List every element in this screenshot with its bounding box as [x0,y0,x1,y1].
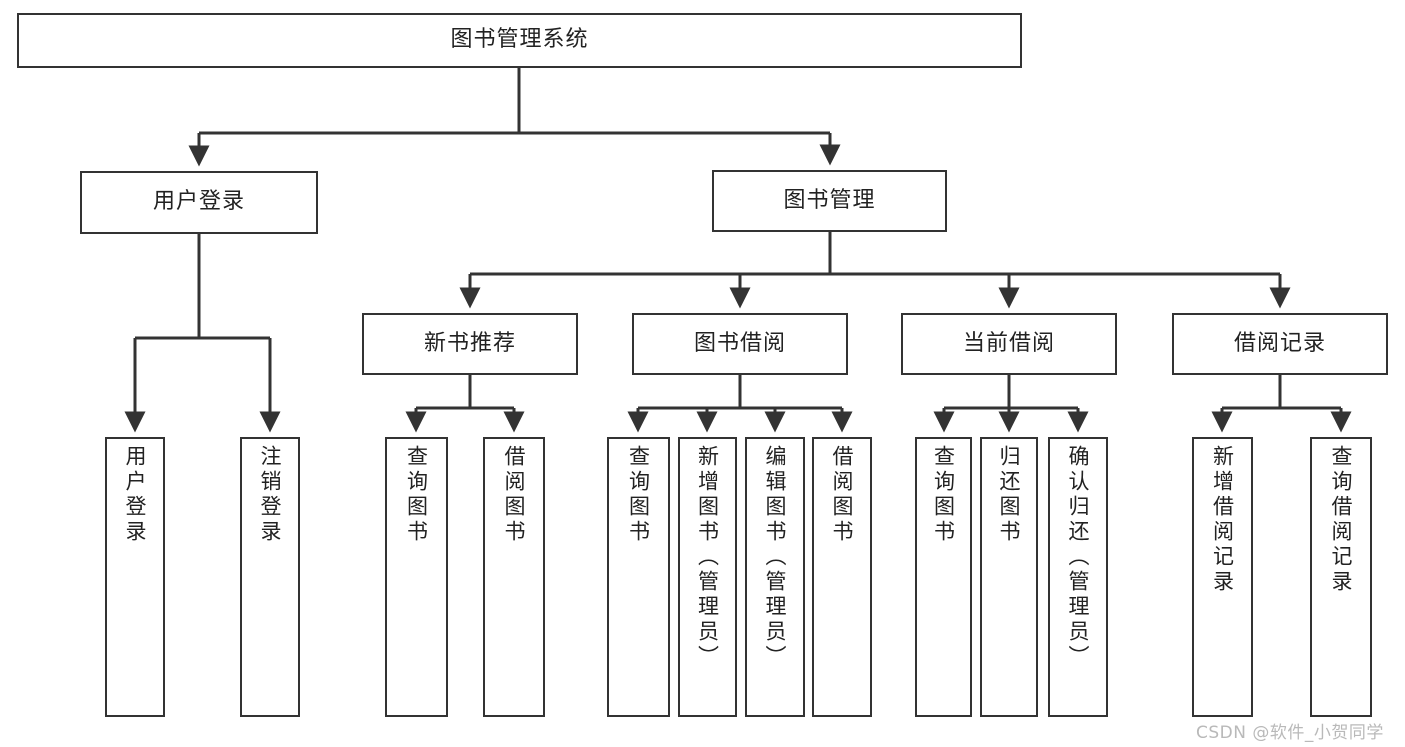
node-book-manage[interactable]: 图书管理 [712,170,947,232]
node-leaf-return-book[interactable]: 归还图书 [980,437,1038,717]
node-leaf-query-book-label: 查询图书 [626,445,651,545]
node-leaf-add-record[interactable]: 新增借阅记录 [1192,437,1253,717]
node-user-login-label: 用户登录 [152,189,245,215]
node-leaf-query-book-rec-label: 查询图书 [404,445,429,545]
node-borrow-records[interactable]: 借阅记录 [1172,313,1388,375]
node-leaf-query-book-cur[interactable]: 查询图书 [915,437,972,717]
node-leaf-confirm-return-label: 确认归还（管理员） [1066,445,1091,670]
node-leaf-add-book-label: 新增图书（管理员） [695,445,720,670]
node-root[interactable]: 图书管理系统 [17,13,1022,68]
node-leaf-edit-book-label: 编辑图书（管理员） [763,445,788,670]
node-borrow-records-label: 借阅记录 [1233,330,1326,356]
node-leaf-logout-label: 注销登录 [258,445,283,545]
node-leaf-query-record-label: 查询借阅记录 [1329,445,1354,595]
node-leaf-borrow-book-rec[interactable]: 借阅图书 [483,437,545,717]
node-leaf-add-record-label: 新增借阅记录 [1210,445,1235,595]
node-leaf-user-login-label: 用户登录 [123,445,148,545]
node-leaf-edit-book[interactable]: 编辑图书（管理员） [745,437,805,717]
csdn-watermark: CSDN @软件_小贺同学 [1196,723,1384,743]
node-new-book-recommend[interactable]: 新书推荐 [362,313,578,375]
node-leaf-query-book-cur-label: 查询图书 [931,445,956,545]
node-book-manage-label: 图书管理 [783,187,876,213]
node-root-label: 图书管理系统 [450,27,589,53]
node-leaf-query-record[interactable]: 查询借阅记录 [1310,437,1372,717]
node-book-borrow[interactable]: 图书借阅 [632,313,848,375]
node-user-login[interactable]: 用户登录 [80,171,318,234]
node-leaf-borrow-book-label: 借阅图书 [830,445,855,545]
node-leaf-return-book-label: 归还图书 [997,445,1022,545]
node-current-borrow[interactable]: 当前借阅 [901,313,1117,375]
node-leaf-query-book[interactable]: 查询图书 [607,437,670,717]
node-new-book-recommend-label: 新书推荐 [423,330,516,356]
node-current-borrow-label: 当前借阅 [962,330,1055,356]
node-leaf-query-book-rec[interactable]: 查询图书 [385,437,448,717]
node-leaf-borrow-book[interactable]: 借阅图书 [812,437,872,717]
node-book-borrow-label: 图书借阅 [693,330,786,356]
node-leaf-add-book[interactable]: 新增图书（管理员） [678,437,737,717]
node-leaf-user-login[interactable]: 用户登录 [105,437,165,717]
node-leaf-confirm-return[interactable]: 确认归还（管理员） [1048,437,1108,717]
node-leaf-borrow-book-rec-label: 借阅图书 [502,445,527,545]
node-leaf-logout[interactable]: 注销登录 [240,437,300,717]
